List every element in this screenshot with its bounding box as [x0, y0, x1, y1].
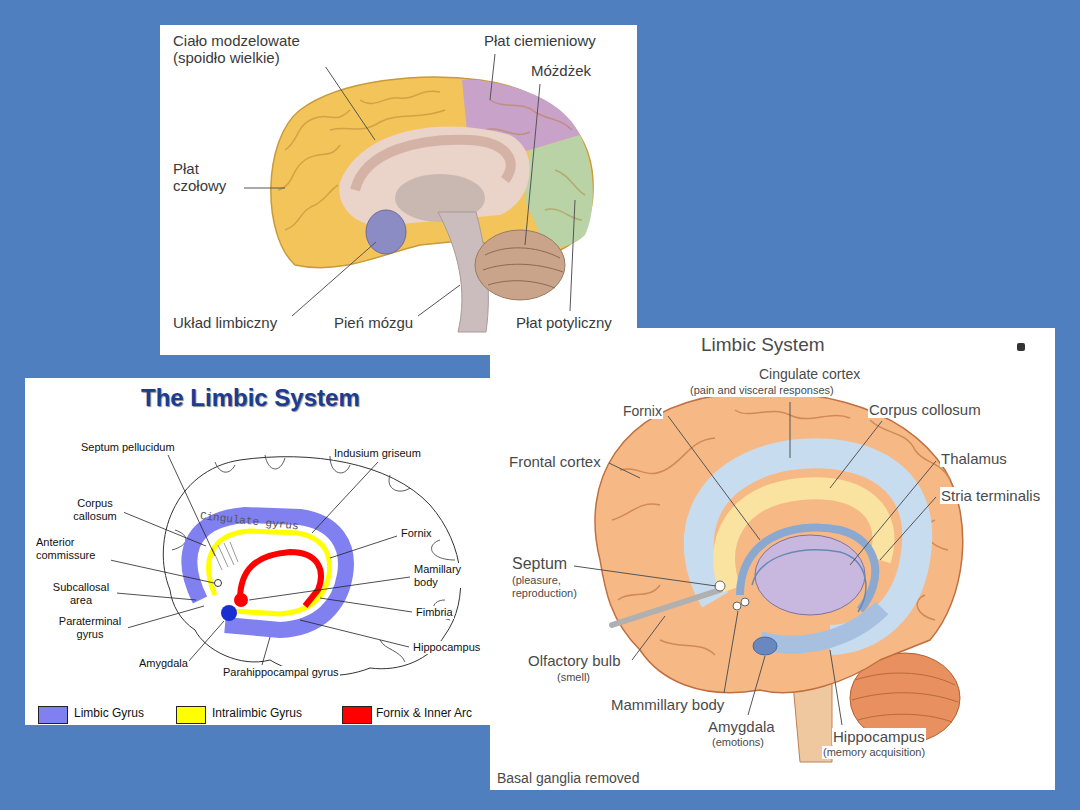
- part-label: Septum: [511, 555, 568, 573]
- part-label: The Limbic System: [140, 384, 361, 412]
- part-label: Corpus collosum: [868, 401, 982, 418]
- brain-sagittal: [271, 77, 593, 332]
- part-label: Frontal cortex: [508, 453, 602, 470]
- part-label: Amygdala: [138, 657, 189, 670]
- part-label: Amygdala: [707, 718, 776, 735]
- part-label: Anterior commissure: [35, 536, 111, 561]
- part-label: Olfactory bulb: [527, 652, 622, 669]
- part-label: Płat ciemieniowy: [483, 32, 597, 49]
- part-label: Pień mózgu: [333, 314, 414, 331]
- part-label: Fimbria: [415, 606, 454, 619]
- legend-swatch: [342, 706, 372, 724]
- part-label: Mammillary body: [610, 696, 725, 713]
- bullet: [1017, 343, 1025, 351]
- part-label: Fornix: [622, 403, 663, 419]
- part-label: Mamillary body: [413, 563, 475, 588]
- part-label: Móżdżek: [530, 62, 592, 79]
- part-label: (memory acquisition): [822, 746, 926, 759]
- part-label: Układ limbiczny: [172, 314, 278, 331]
- leader-lines: [110, 455, 412, 665]
- part-label: Septum pellucidum: [80, 441, 176, 454]
- legend-text: Limbic Gyrus: [74, 707, 144, 721]
- part-label: Hippocampus: [832, 728, 926, 745]
- part-label: Hippocampus: [412, 641, 481, 654]
- part-label: (pleasure, reproduction): [511, 574, 601, 599]
- part-label: Parahippocampal gyrus: [222, 666, 340, 679]
- part-label: Limbic System: [700, 334, 826, 356]
- leader-lines: [574, 402, 936, 725]
- part-label: (smell): [556, 671, 591, 684]
- legend-text: Fornix & Inner Arc: [376, 707, 472, 721]
- part-label: Thalamus: [940, 450, 1008, 467]
- leader-lines: [236, 54, 575, 316]
- part-label: (emotions): [711, 736, 765, 749]
- part-label: Płat potyliczny: [515, 314, 613, 331]
- part-label: Fornix: [400, 527, 433, 540]
- part-label: Corpus callosum: [66, 497, 124, 522]
- legend-text: Intralimbic Gyrus: [212, 707, 302, 721]
- part-label: Ciało modzelowate (spoidło wielkie): [172, 32, 334, 67]
- part-label: Indusium griseum: [333, 447, 422, 460]
- part-label: Cingulate cortex: [758, 366, 861, 382]
- panel: [25, 378, 490, 725]
- legend-swatch: [176, 706, 206, 724]
- part-label: Basal ganglia removed: [496, 770, 640, 786]
- legend-swatch: [38, 706, 68, 724]
- part-label: (pain and visceral responses): [689, 384, 835, 397]
- part-label: Stria terminalis: [940, 487, 1041, 504]
- part-label: Płat czołowy: [172, 160, 244, 195]
- part-label: Subcallosal area: [45, 581, 117, 606]
- panel: [160, 25, 637, 355]
- panel: [490, 328, 1055, 790]
- part-label: Paraterminal gyrus: [52, 615, 128, 640]
